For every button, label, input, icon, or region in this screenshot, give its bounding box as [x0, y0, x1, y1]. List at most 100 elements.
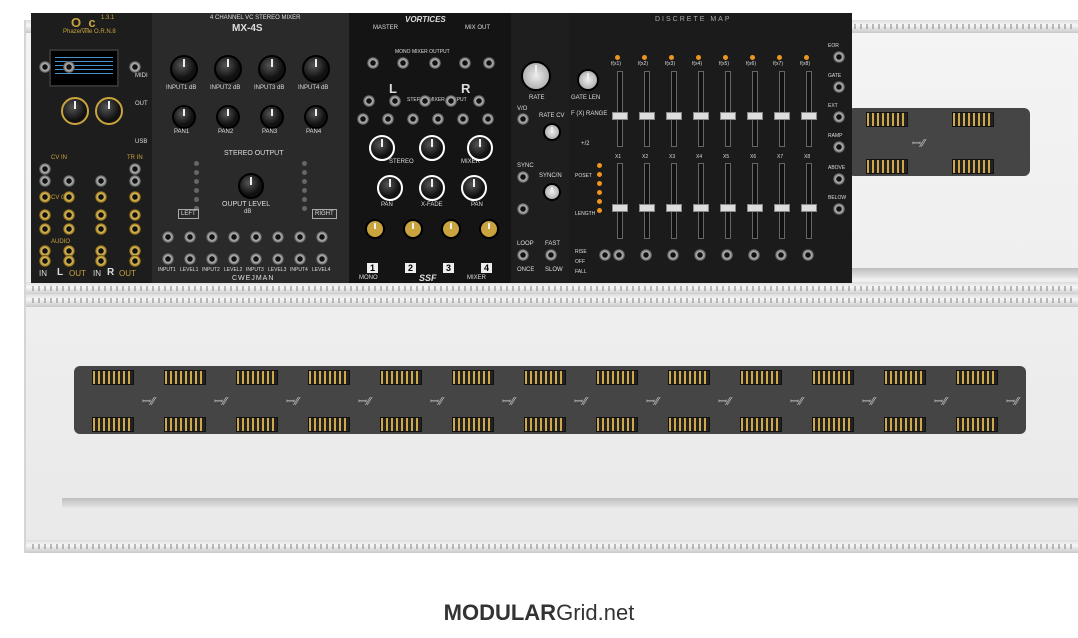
patch-jack[interactable]: [63, 209, 75, 221]
patch-jack[interactable]: [39, 175, 51, 187]
fader-handle[interactable]: [693, 112, 709, 120]
pan-knob[interactable]: [419, 175, 445, 201]
module-vortices[interactable]: VORTICES MASTER MIX OUT MONO MIXER OUTPU…: [349, 13, 511, 283]
gate-len-knob[interactable]: [577, 69, 599, 91]
patch-jack[interactable]: [39, 61, 51, 73]
module-ornament-crime[interactable]: O_c 1.3.1 Phazerville O.R.N.8 CV IN TR I…: [31, 13, 152, 283]
patch-jack[interactable]: [459, 57, 471, 69]
patch-jack[interactable]: [833, 203, 845, 215]
patch-jack[interactable]: [432, 113, 444, 125]
patch-jack[interactable]: [63, 61, 75, 73]
fader-bottom-4[interactable]: [693, 163, 709, 239]
fader-handle[interactable]: [774, 112, 790, 120]
patch-jack[interactable]: [39, 245, 51, 257]
patch-jack[interactable]: [802, 249, 814, 261]
patch-jack[interactable]: [833, 81, 845, 93]
patch-jack[interactable]: [640, 249, 652, 261]
patch-jack[interactable]: [483, 57, 495, 69]
patch-jack[interactable]: [250, 253, 262, 265]
level-knob[interactable]: [479, 219, 499, 239]
patch-jack[interactable]: [63, 175, 75, 187]
patch-jack[interactable]: [39, 209, 51, 221]
patch-jack[interactable]: [694, 249, 706, 261]
patch-jack[interactable]: [272, 231, 284, 243]
patch-jack[interactable]: [63, 223, 75, 235]
patch-jack[interactable]: [367, 57, 379, 69]
mx-input-label[interactable]: INPUT1 dB: [166, 85, 197, 91]
input-3-knob[interactable]: [258, 55, 286, 83]
module-mx4s[interactable]: 4 CHANNEL VC STEREO MIXER MX-4S INPUT1 d…: [152, 13, 349, 283]
level-knob[interactable]: [365, 219, 385, 239]
patch-jack[interactable]: [39, 255, 51, 267]
pan-3-knob[interactable]: [260, 105, 284, 129]
input-2-knob[interactable]: [214, 55, 242, 83]
stereo-knob[interactable]: [467, 135, 493, 161]
fader-bottom-7[interactable]: [774, 163, 790, 239]
fader-handle[interactable]: [720, 204, 736, 212]
fader-handle[interactable]: [693, 204, 709, 212]
patch-jack[interactable]: [482, 113, 494, 125]
patch-jack[interactable]: [473, 95, 485, 107]
patch-jack[interactable]: [613, 249, 625, 261]
patch-jack[interactable]: [517, 171, 529, 183]
mx-pan-label[interactable]: PAN2: [218, 129, 234, 135]
patch-jack[interactable]: [429, 57, 441, 69]
pan-knob[interactable]: [377, 175, 403, 201]
fader-bottom-3[interactable]: [666, 163, 682, 239]
mx-right-button[interactable]: RIGHT: [312, 209, 337, 219]
patch-jack[interactable]: [294, 231, 306, 243]
fader-top-1[interactable]: [612, 71, 628, 147]
fader-handle[interactable]: [747, 112, 763, 120]
fader-top-6[interactable]: [747, 71, 763, 147]
patch-jack[interactable]: [95, 175, 107, 187]
rate-knob[interactable]: [521, 61, 551, 91]
patch-jack[interactable]: [363, 95, 375, 107]
patch-jack[interactable]: [833, 51, 845, 63]
fader-top-5[interactable]: [720, 71, 736, 147]
patch-jack[interactable]: [419, 95, 431, 107]
fader-bottom-6[interactable]: [747, 163, 763, 239]
patch-jack[interactable]: [667, 249, 679, 261]
fader-handle[interactable]: [774, 204, 790, 212]
patch-jack[interactable]: [39, 223, 51, 235]
patch-jack[interactable]: [95, 191, 107, 203]
encoder-left-knob[interactable]: [61, 97, 89, 125]
patch-jack[interactable]: [316, 231, 328, 243]
fader-top-4[interactable]: [693, 71, 709, 147]
patch-jack[interactable]: [162, 253, 174, 265]
pan-1-knob[interactable]: [172, 105, 196, 129]
fader-handle[interactable]: [720, 112, 736, 120]
patch-jack[interactable]: [517, 249, 529, 261]
patch-jack[interactable]: [39, 191, 51, 203]
fader-handle[interactable]: [801, 112, 817, 120]
patch-jack[interactable]: [316, 253, 328, 265]
fader-bottom-5[interactable]: [720, 163, 736, 239]
patch-jack[interactable]: [228, 253, 240, 265]
patch-jack[interactable]: [833, 141, 845, 153]
patch-jack[interactable]: [272, 253, 284, 265]
patch-jack[interactable]: [129, 163, 141, 175]
encoder-right-knob[interactable]: [95, 97, 123, 125]
patch-jack[interactable]: [184, 253, 196, 265]
level-knob[interactable]: [441, 219, 461, 239]
level-knob[interactable]: [403, 219, 423, 239]
sync-n-knob[interactable]: [543, 183, 561, 201]
mx-pan-label[interactable]: PAN1: [174, 129, 190, 135]
fader-bottom-2[interactable]: [639, 163, 655, 239]
stereo-knob[interactable]: [369, 135, 395, 161]
patch-jack[interactable]: [748, 249, 760, 261]
patch-jack[interactable]: [39, 163, 51, 175]
pan-2-knob[interactable]: [216, 105, 240, 129]
patch-jack[interactable]: [445, 95, 457, 107]
input-1-knob[interactable]: [170, 55, 198, 83]
patch-jack[interactable]: [95, 255, 107, 267]
fader-handle[interactable]: [747, 204, 763, 212]
patch-jack[interactable]: [206, 231, 218, 243]
patch-jack[interactable]: [129, 223, 141, 235]
fader-handle[interactable]: [612, 204, 628, 212]
rate-cv-knob[interactable]: [543, 123, 561, 141]
patch-jack[interactable]: [357, 113, 369, 125]
